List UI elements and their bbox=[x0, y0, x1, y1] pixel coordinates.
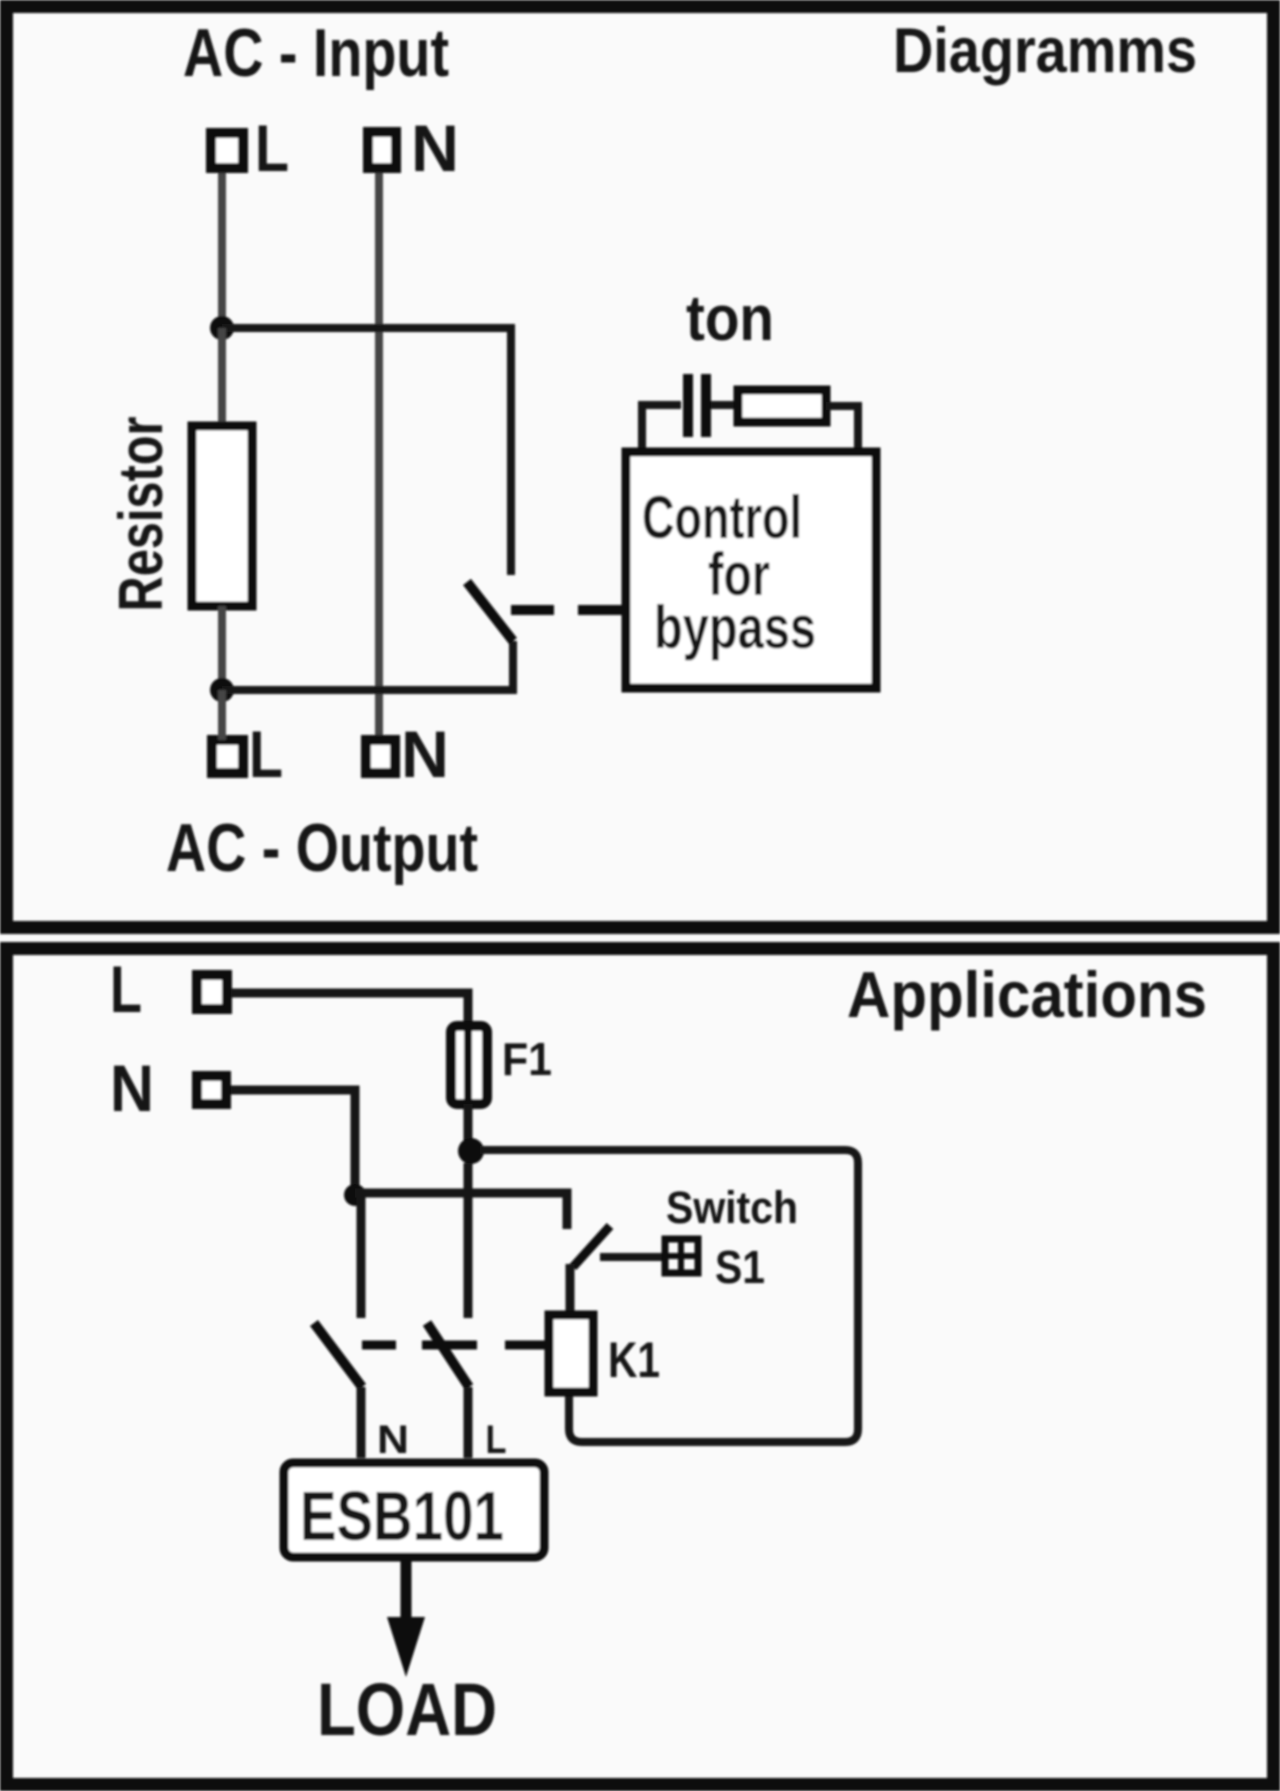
svg-text:Diagramms: Diagramms bbox=[893, 16, 1197, 86]
svg-text:LOAD: LOAD bbox=[317, 1668, 497, 1751]
svg-text:AC - Output: AC - Output bbox=[166, 810, 478, 886]
svg-text:Switch: Switch bbox=[666, 1182, 798, 1233]
svg-text:N: N bbox=[411, 111, 459, 185]
svg-text:L: L bbox=[110, 952, 142, 1026]
svg-text:L: L bbox=[255, 111, 289, 185]
svg-text:Control: Control bbox=[642, 484, 802, 551]
svg-text:ton: ton bbox=[686, 282, 774, 354]
svg-text:bypass: bypass bbox=[654, 594, 816, 661]
svg-text:F1: F1 bbox=[502, 1033, 552, 1085]
svg-text:L: L bbox=[486, 1418, 507, 1462]
svg-text:ESB101: ESB101 bbox=[300, 1477, 504, 1555]
svg-text:S1: S1 bbox=[715, 1241, 765, 1293]
svg-text:N: N bbox=[377, 1418, 409, 1462]
svg-text:Applications: Applications bbox=[847, 958, 1207, 1031]
svg-text:L: L bbox=[249, 717, 283, 791]
svg-text:Resistor: Resistor bbox=[107, 417, 176, 612]
svg-text:for: for bbox=[708, 541, 770, 608]
svg-text:K1: K1 bbox=[608, 1332, 660, 1388]
svg-text:N: N bbox=[401, 717, 449, 791]
svg-text:N: N bbox=[110, 1051, 154, 1125]
svg-text:AC - Input: AC - Input bbox=[183, 15, 449, 91]
